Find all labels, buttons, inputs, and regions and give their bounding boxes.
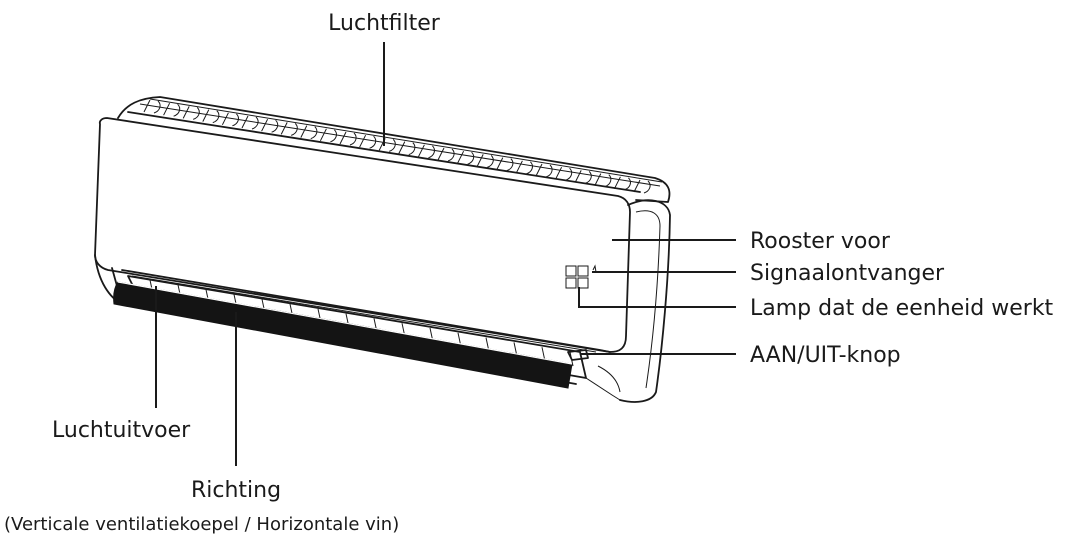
filter-rib [457,150,475,165]
filter-rib [535,163,553,178]
filter-rib [261,118,279,133]
label-direction: Richting [191,478,281,503]
filter-rib [437,147,455,162]
filter-rib [163,102,181,117]
filter-ribs [143,99,651,194]
filter-rib [555,166,573,181]
filter-rib [378,138,396,152]
filter-rib [143,99,161,114]
display-window [565,264,597,289]
filter-rib [359,134,377,149]
indoor-unit-illustration [94,96,671,403]
filter-rib [241,115,259,130]
filter-rib [182,106,200,120]
air-filter-grille [117,96,671,203]
on-off-button-spot [567,349,589,361]
label-on-off-button: AAN/UIT-knop [750,343,901,368]
filter-rib [202,109,220,124]
filter-rib [280,122,298,136]
label-direction-detail: (Verticale ventilatiekoepel / Horizontal… [4,514,399,535]
label-operation-lamp: Lamp dat de eenheid werkt [750,296,1054,321]
filter-rib [221,112,239,127]
filter-rib [319,128,337,143]
label-air-outlet: Luchtuitvoer [52,418,191,443]
callout-labels: Luchtfilter Rooster voor Signaalontvange… [4,11,1054,535]
filter-rib [339,131,357,146]
label-air-filter: Luchtfilter [328,11,441,36]
front-panel [94,117,631,353]
filter-rib [633,179,651,194]
leader-lines [155,42,736,466]
label-signal-receiver: Signaalontvanger [750,261,945,286]
label-front-grille: Rooster voor [750,229,891,254]
filter-rib [515,160,533,175]
filter-rib [574,170,592,184]
filter-rib [594,173,612,188]
filter-rib [417,144,435,159]
filter-rib [398,141,416,156]
filter-rib [496,157,514,172]
filter-rib [476,154,494,168]
side-cap [619,199,671,403]
filter-rib [613,176,631,191]
filter-rib [300,125,318,140]
horizontal-vane [113,281,573,389]
